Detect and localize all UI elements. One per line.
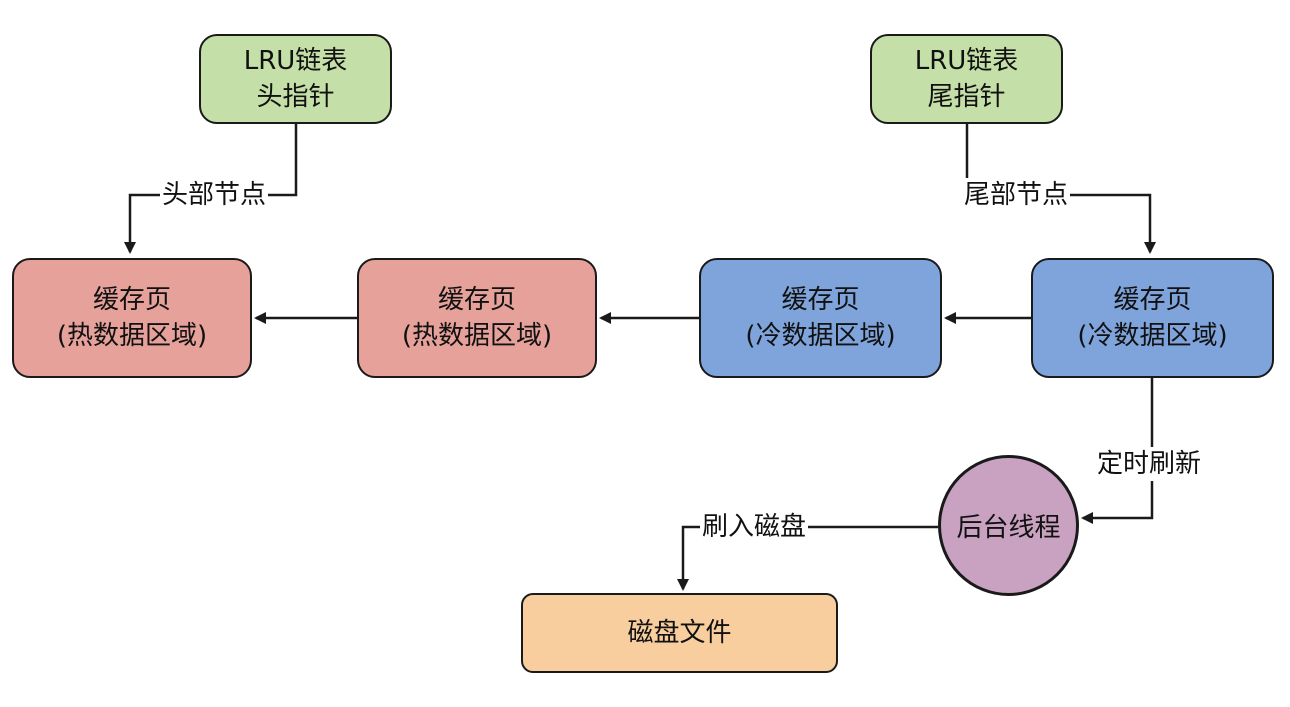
head-node-label: 头部节点 — [160, 178, 269, 212]
hot-page-1-title: 缓存页 — [92, 285, 171, 315]
cold-page-2: 缓存页 (冷数据区域) — [1031, 258, 1274, 378]
hot-page-1: 缓存页 (热数据区域) — [12, 258, 252, 378]
cold-page-1: 缓存页 (冷数据区域) — [699, 258, 942, 378]
background-thread-node: 后台线程 — [938, 455, 1079, 596]
flush-to-disk-label: 刷入磁盘 — [700, 510, 809, 544]
hot-page-2: 缓存页 (热数据区域) — [357, 258, 597, 378]
timed-flush-arrow — [1081, 378, 1154, 524]
hot-page-2-region: (热数据区域) — [401, 321, 553, 351]
cold-page-2-title: 缓存页 — [1113, 285, 1192, 315]
tail-pointer-line2: 尾指针 — [927, 82, 1006, 112]
flush-to-disk-arrow — [677, 525, 938, 591]
head-pointer-box: LRU链表 头指针 — [199, 34, 392, 124]
disk-file-label: 磁盘文件 — [627, 618, 732, 648]
cold-page-2-region: (冷数据区域) — [1077, 321, 1228, 351]
head-pointer-line1: LRU链表 — [243, 46, 348, 76]
tail-pointer-box: LRU链表 尾指针 — [870, 34, 1063, 124]
cold-page-1-title: 缓存页 — [781, 285, 860, 315]
hot-page-2-title: 缓存页 — [437, 285, 516, 315]
cold-page-1-region: (冷数据区域) — [745, 321, 896, 351]
head-pointer-line2: 头指针 — [256, 82, 335, 112]
hot-page-1-region: (热数据区域) — [56, 321, 208, 351]
timed-flush-label: 定时刷新 — [1095, 447, 1204, 481]
background-thread-label: 后台线程 — [956, 513, 1061, 543]
tail-pointer-line1: LRU链表 — [914, 46, 1019, 76]
disk-file-box: 磁盘文件 — [521, 593, 838, 673]
tail-node-label: 尾部节点 — [962, 178, 1071, 212]
